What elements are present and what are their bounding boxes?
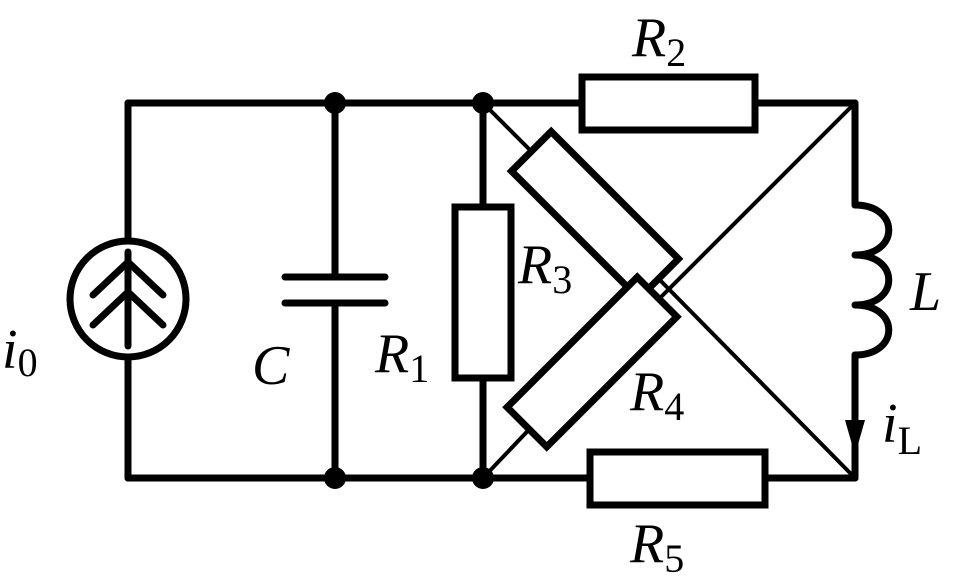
current-arrow-icon <box>845 420 865 455</box>
label-r2: R2 <box>631 7 686 75</box>
current-source <box>66 237 190 361</box>
label-r3: R3 <box>517 234 572 302</box>
resistor-r2 <box>578 73 759 134</box>
label-l: L <box>909 261 941 323</box>
label-r1: R1 <box>374 323 429 391</box>
label-il: iL <box>882 393 922 463</box>
inductor <box>851 201 893 359</box>
resistor-r3 <box>506 126 684 304</box>
capacitor <box>281 273 389 307</box>
resistor-r4-branch <box>481 101 857 480</box>
wiring <box>124 99 859 482</box>
resistor-r3-branch <box>481 101 857 480</box>
resistor-r4 <box>502 272 682 452</box>
label-i0: i0 <box>2 319 38 385</box>
label-c: C <box>252 335 290 397</box>
label-r5: R5 <box>629 513 684 581</box>
junction-dots <box>324 92 494 489</box>
resistor-r1 <box>451 203 515 382</box>
resistor-r5 <box>586 448 769 509</box>
label-r4: R4 <box>629 361 684 429</box>
